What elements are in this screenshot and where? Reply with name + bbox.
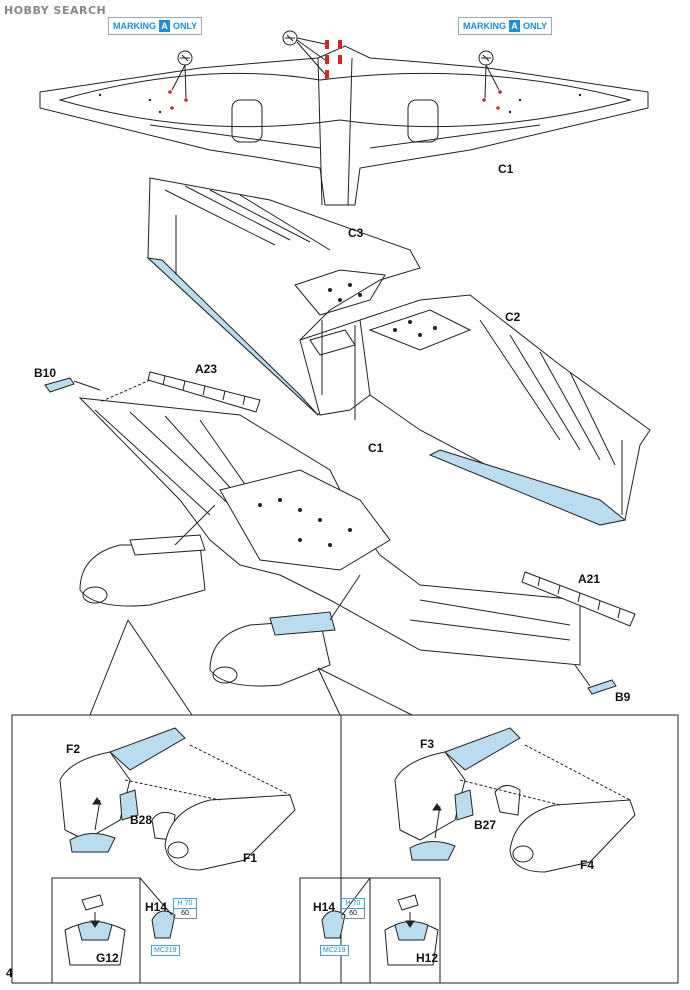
marking-letter-badge: A [509,20,520,32]
detail-box-right [340,714,679,984]
part-b27 [494,785,521,816]
part-h14-right [321,910,346,939]
label-h14-right: H14 [313,900,336,914]
hole-callout-left [171,50,193,99]
label-b9: B9 [615,690,631,704]
part-b10 [44,377,75,393]
paint-h70-left: H 70 [173,898,197,909]
paint-code-right: H 70 60 [341,898,365,919]
marking-prefix: MARKING [113,21,156,31]
label-c2: C2 [505,310,521,324]
label-h12: H12 [416,951,439,965]
paint-code-left: H 70 60 [173,898,197,919]
part-h14-left [151,910,176,939]
right-wheel-well [407,99,439,143]
part-c3-blue-face [146,257,319,416]
part-f4 [509,799,636,873]
label-a21: A21 [578,572,601,586]
nacelle-right [209,611,336,687]
glue-marks-top [168,40,502,110]
marking-prefix: MARKING [463,21,506,31]
paint-60-right: 60 [341,909,365,919]
part-b9 [587,679,617,695]
label-f1: F1 [243,851,258,865]
nacelle-left [79,534,206,607]
part-f2 [59,751,131,841]
label-g12: G12 [96,951,119,965]
part-c1-mid-outline [299,319,371,416]
paint-h70-right: H 70 [341,898,365,909]
label-f2: F2 [66,742,81,756]
label-a23: A23 [195,362,218,376]
top-wing-panel-line [58,72,632,128]
watermark-logo: HOBBY SEARCH [4,4,107,17]
top-wing-outline [39,45,649,206]
marking-a-only-left: MARKING A ONLY [108,17,203,35]
paint-mc219-left: MC219 [151,945,180,956]
part-c2-blue-face [428,449,627,526]
page-number: 4 [6,966,13,980]
left-wheel-well [231,99,263,143]
sub-box-g12 [51,877,141,984]
label-f3: F3 [420,737,435,751]
lower-wing-center-panel [219,469,391,571]
label-c1-top: C1 [498,162,514,176]
marking-letter-badge: A [159,20,170,32]
paint-60-left: 60 [173,909,197,919]
label-b10: B10 [34,366,57,380]
paint-mc219-right: MC219 [320,945,349,956]
marking-a-only-right: MARKING A ONLY [458,17,553,35]
label-b27: B27 [474,818,497,832]
part-g12-small [69,833,116,853]
part-f3 [394,751,466,841]
marking-suffix: ONLY [523,21,548,31]
part-h12-small [409,841,456,861]
label-c1-mid: C1 [368,441,384,455]
label-h14-left: H14 [145,900,168,914]
marking-suffix: ONLY [173,21,198,31]
hole-callout-center [282,30,326,75]
label-f4: F4 [580,858,595,872]
part-f1 [164,794,296,871]
hole-dots-top [98,93,582,114]
label-c3: C3 [348,226,364,240]
hole-callout-right [478,50,500,99]
label-b28: B28 [130,813,153,827]
